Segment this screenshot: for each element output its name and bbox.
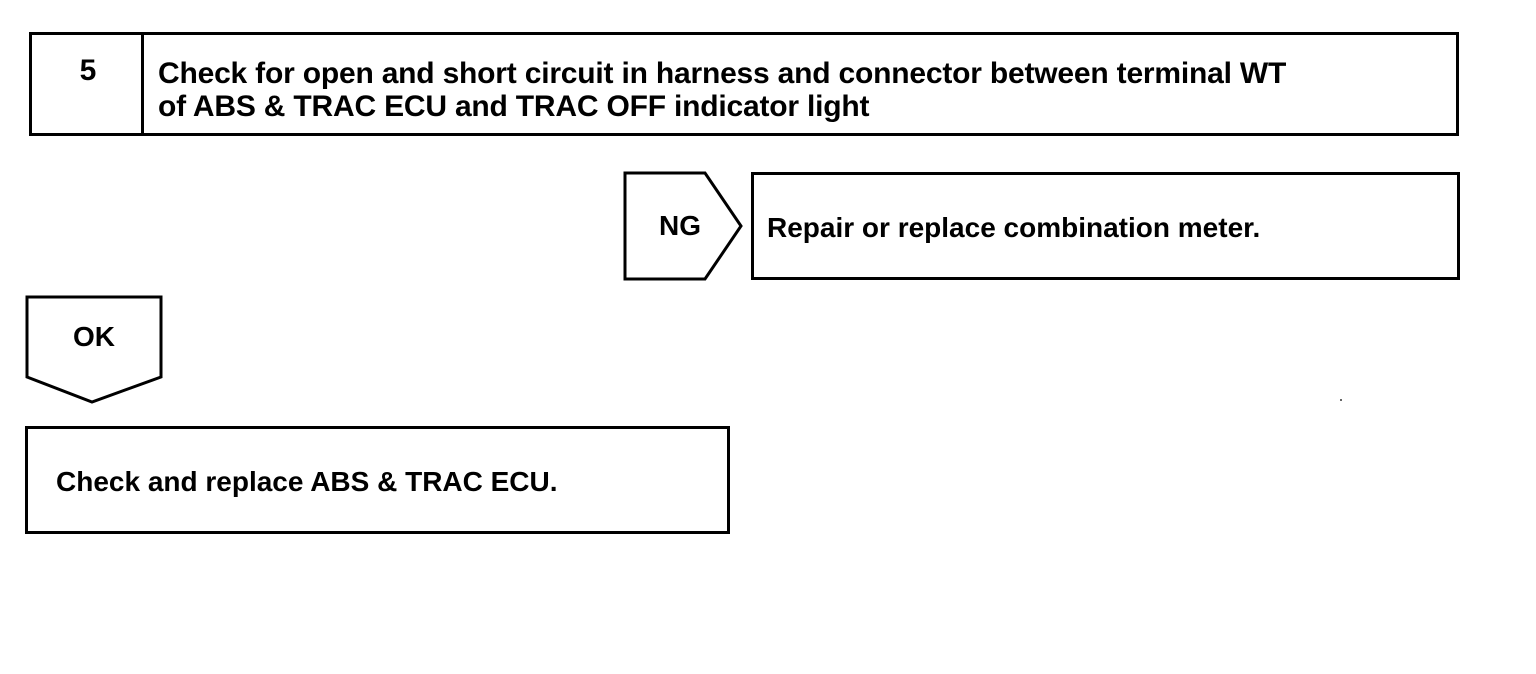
ng-result-box: Repair or replace combination meter. [751,172,1460,280]
ok-result-box: Check and replace ABS & TRAC ECU. [25,426,730,534]
ng-result-text: Repair or replace combination meter. [767,212,1261,243]
ok-result-text: Check and replace ABS & TRAC ECU. [56,466,558,497]
scan-speck [1340,399,1342,401]
ng-label: NG [659,210,701,241]
ok-arrow-tag [25,295,163,404]
ng-arrow-tag [623,171,743,281]
step-title: Check for open and short circuit in harn… [158,57,1448,123]
ok-label: OK [73,321,115,352]
step-header-box: 5 Check for open and short circuit in ha… [29,32,1459,136]
step-title-line-2: of ABS & TRAC ECU and TRAC OFF indicator… [158,90,870,123]
step-number-cell: 5 [32,35,144,133]
step-title-line-1: Check for open and short circuit in harn… [158,57,1287,90]
step-number: 5 [79,54,97,87]
